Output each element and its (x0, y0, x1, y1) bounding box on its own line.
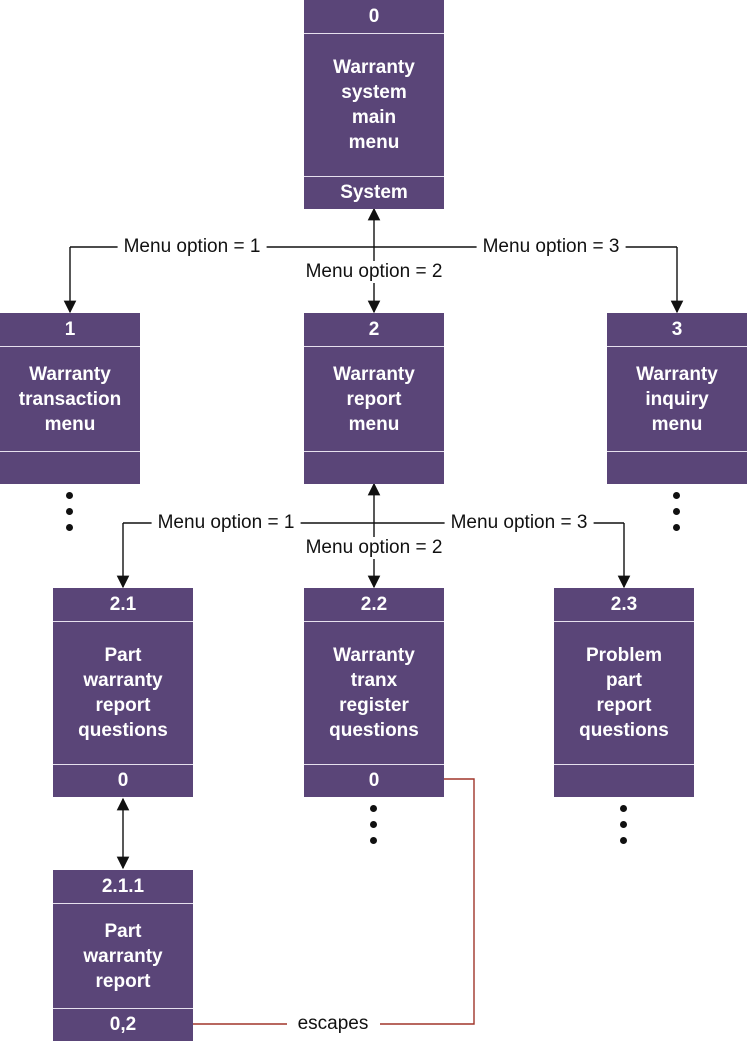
node-title: Warranty system main menu (333, 57, 415, 153)
node-footer (554, 764, 694, 797)
node-2[interactable]: 2 Warranty report menu (304, 313, 444, 484)
node-id: 2 (304, 313, 444, 347)
node-2-1-1[interactable]: 2.1.1 Part warranty report 0,2 (53, 870, 193, 1041)
node-title: Warranty transaction menu (18, 363, 122, 435)
node-3[interactable]: 3 Warranty inquiry menu (607, 313, 747, 484)
node-title: Warranty tranx register questions (329, 645, 419, 741)
edge-label-mid-option-1: Menu option = 1 (151, 512, 301, 534)
node-title: Part warranty report (83, 920, 163, 992)
continuation-dots-node-2-3 (620, 805, 627, 853)
node-title: Warranty inquiry menu (636, 363, 718, 435)
node-footer: 0 (304, 764, 444, 797)
node-id: 2.2 (304, 588, 444, 622)
node-footer (607, 451, 747, 484)
node-2-2[interactable]: 2.2 Warranty tranx register questions 0 (304, 588, 444, 797)
node-footer: 0 (53, 764, 193, 797)
continuation-dots-node-1 (66, 492, 73, 540)
node-footer: System (304, 176, 444, 209)
node-1[interactable]: 1 Warranty transaction menu (0, 313, 140, 484)
node-id: 3 (607, 313, 747, 347)
edge-label-top-option-3: Menu option = 3 (476, 236, 626, 258)
edge-label-mid-option-3: Menu option = 3 (444, 512, 594, 534)
edge-escapes (380, 772, 475, 1025)
continuation-dots-node-3 (673, 492, 680, 540)
node-2-1[interactable]: 2.1 Part warranty report questions 0 (53, 588, 193, 797)
continuation-dots-node-2-2 (370, 805, 377, 853)
node-footer (0, 451, 140, 484)
edge-label-top-option-1: Menu option = 1 (117, 236, 267, 258)
node-footer (304, 451, 444, 484)
edge-label-escapes: escapes (291, 1013, 375, 1035)
node-2-3[interactable]: 2.3 Problem part report questions (554, 588, 694, 797)
node-title: Part warranty report questions (78, 645, 168, 741)
node-id: 2.3 (554, 588, 694, 622)
node-0[interactable]: 0 Warranty system main menu System (304, 0, 444, 209)
node-footer: 0,2 (53, 1008, 193, 1041)
node-id: 2.1 (53, 588, 193, 622)
edge-label-top-option-2: Menu option = 2 (299, 261, 449, 283)
node-id: 2.1.1 (53, 870, 193, 904)
node-title: Problem part report questions (579, 645, 669, 741)
edge-label-mid-option-2: Menu option = 2 (299, 537, 449, 559)
node-title: Warranty report menu (333, 363, 415, 435)
node-id: 0 (304, 0, 444, 34)
node-id: 1 (0, 313, 140, 347)
